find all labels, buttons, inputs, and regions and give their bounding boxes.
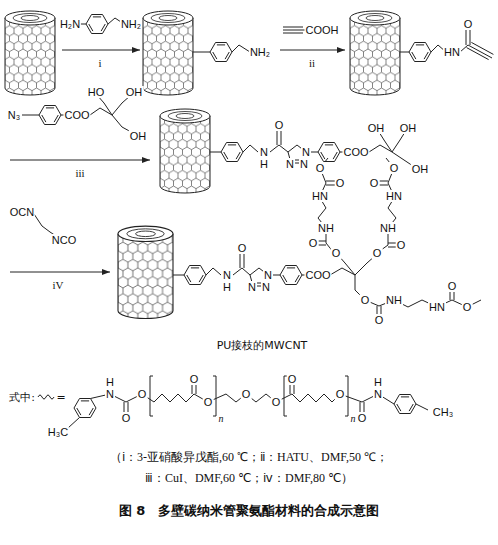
atom-label: NH — [385, 294, 403, 306]
atom-label: O — [121, 412, 132, 424]
atom-label: COO — [63, 109, 90, 121]
atom-label: H — [259, 158, 269, 170]
atom-label: OH — [411, 163, 430, 175]
atom-label: O — [241, 388, 252, 400]
atom-label: N — [285, 158, 295, 170]
atom-label: O — [396, 239, 407, 251]
atom-label: NCO — [51, 234, 77, 246]
benzene-ring — [39, 15, 431, 418]
atom-label: O — [372, 247, 383, 259]
atom-label: O — [315, 162, 326, 174]
atom-label: O — [308, 237, 319, 249]
product-label: PU接枝的MWCNT — [216, 338, 309, 353]
atom-label: OH — [129, 130, 148, 142]
atom-label: O — [271, 396, 282, 408]
atom-label: OH — [125, 86, 144, 98]
atom-label: HN — [385, 190, 403, 202]
atom-label: CH₃ — [432, 406, 454, 418]
atom-label: NH — [379, 222, 397, 234]
atom-label: O — [189, 373, 200, 385]
atom-label: N — [263, 269, 273, 281]
atom-label: N — [222, 269, 232, 281]
atom-label: O — [203, 396, 214, 408]
nanotube — [5, 11, 400, 319]
atom-label: OCN — [9, 206, 35, 218]
atom-label: H₃C — [47, 426, 69, 438]
atom-label: OH — [367, 122, 386, 134]
atom-label: NH₂ — [120, 18, 142, 30]
atom-label: O — [389, 162, 400, 174]
atom-label: O — [447, 280, 458, 292]
atom-label: O — [462, 301, 473, 313]
atom-label: HN — [311, 190, 329, 202]
atom-label: O — [374, 314, 385, 326]
condition-note: （ⅰ：3-亚硝酸异戊酯,60 ℃；ⅱ：HATU、DMF,50 ℃； — [109, 448, 389, 466]
atom-label: COO — [342, 146, 369, 158]
atom-label: O — [287, 373, 298, 385]
atom-label: COOH — [305, 24, 340, 36]
atom-label: N — [299, 158, 309, 170]
condition-note: ⅲ：CuI、DMF,60 ℃；ⅳ：DMF,80 ℃） — [144, 470, 354, 487]
atom-label: HN — [443, 46, 461, 58]
atom-label: O — [331, 247, 342, 259]
atom-label: H — [222, 281, 232, 293]
repeat-subscript: n — [218, 413, 225, 424]
atom-label: O — [369, 177, 380, 189]
atom-label: N — [259, 146, 269, 158]
atom-label: O — [335, 388, 346, 400]
atom-label: NH₂ — [249, 46, 271, 58]
atom-label: HN — [428, 301, 446, 313]
atom-label: H — [105, 376, 115, 388]
atom-label: O — [360, 294, 371, 306]
atom-label: HO — [87, 86, 106, 98]
figure-caption: 图 8 多壁碳纳米管聚氨酯材料的合成示意图 — [119, 504, 380, 517]
atom-label: O — [463, 18, 474, 30]
atom-label: O — [237, 242, 248, 254]
atom-label: N — [261, 281, 271, 293]
repeat-subscript: n — [350, 413, 357, 424]
legend-text: = — [55, 391, 66, 404]
atom-label: COO — [304, 269, 331, 281]
atom-label: NH — [317, 222, 335, 234]
atom-label: O — [357, 412, 368, 424]
atom-label: N — [247, 281, 257, 293]
step-label: iii — [74, 167, 85, 179]
triazole-ring — [250, 145, 306, 286]
reaction-arrow — [10, 50, 345, 272]
atom-label: N₃ — [7, 109, 21, 121]
repeat-bracket — [150, 376, 348, 416]
atom-label: N — [373, 388, 383, 400]
atom-label: N — [301, 146, 311, 158]
step-label: i — [97, 57, 102, 69]
atom-label: N — [105, 388, 115, 400]
legend-text: 式中: — [8, 390, 36, 405]
atom-label: H₂N — [59, 18, 81, 30]
atom-label: O — [335, 177, 346, 189]
chemical-bond — [22, 18, 493, 428]
atom-label: OH — [399, 122, 418, 134]
atom-label: H — [373, 376, 383, 388]
atom-label: O — [137, 388, 148, 400]
step-label: ii — [308, 57, 316, 69]
atom-label: O — [274, 119, 285, 131]
step-label: iV — [52, 279, 65, 291]
